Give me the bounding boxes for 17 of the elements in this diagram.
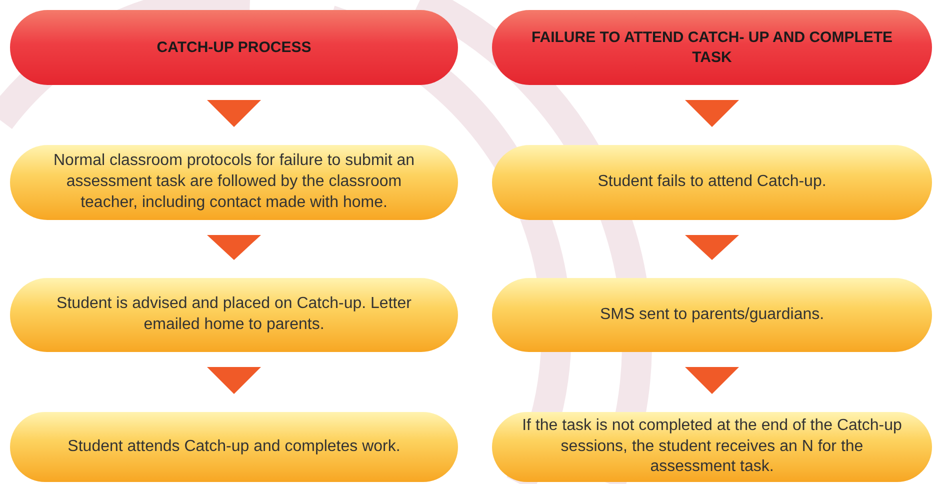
step-text: Student is advised and placed on Catch-up. Letter emailed home to parents. <box>56 294 412 335</box>
step-text: If the task is not completed at the end of the Catch-up sessions, the student receives an N for the assessment task. <box>522 416 902 478</box>
arrow <box>685 235 739 260</box>
step-text: Normal classroom protocols for failure to submit an assessment task are followed by the classroom teacher, including contact made with home. <box>52 151 416 213</box>
step-text: SMS sent to parents/guardians. <box>600 304 824 325</box>
step-text: Student attends Catch-up and completes work. <box>68 436 400 457</box>
arrow <box>207 367 261 394</box>
arrow <box>207 235 261 260</box>
step-text: Student fails to attend Catch-up. <box>598 172 826 192</box>
arrow <box>685 100 739 127</box>
arrow <box>685 367 739 394</box>
header-text: CATCH-UP PROCESS <box>156 38 312 58</box>
arrow <box>207 100 261 127</box>
header-pill <box>492 10 932 85</box>
step-pill <box>492 145 932 220</box>
header-text: FAILURE TO ATTEND CATCH- UP AND COMPLETE TASK <box>530 28 894 67</box>
header-pill <box>10 10 458 85</box>
